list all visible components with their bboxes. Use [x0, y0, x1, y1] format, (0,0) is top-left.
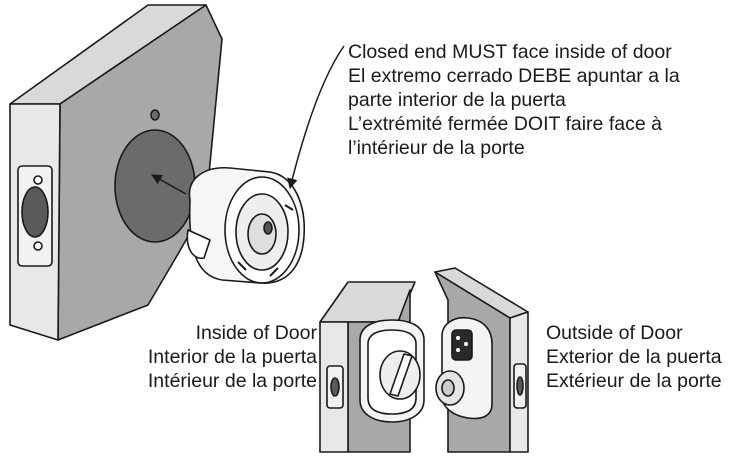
thumbturn-icon [389, 353, 413, 397]
callout-es-line2: parte interior de la puerta [348, 89, 566, 111]
keypad-icon [451, 329, 473, 361]
callout-fr-line2: l’intérieur de la porte [348, 137, 525, 159]
insertion-arrow [151, 174, 187, 195]
callout-es-line1: El extremo cerrado DEBE apuntar a la [348, 65, 680, 87]
outside-label-fr: Extérieur de la porte [546, 370, 722, 392]
outside-of-door-label: Outside of Door Exterior de la puerta Ex… [546, 321, 722, 393]
collar-side-slot [186, 229, 211, 259]
inside-label-es: Interior de la puerta [147, 346, 317, 368]
outside-door-panel [434, 267, 529, 453]
outside-label-en: Outside of Door [546, 322, 683, 344]
callout-leader-arrow [287, 45, 345, 190]
inside-door-panel [319, 281, 425, 453]
callout-fr-line1: L’extrémité fermée DOIT faire face à [348, 113, 662, 135]
inside-label-en: Inside of Door [195, 322, 317, 344]
latch-screw-bottom [33, 241, 43, 251]
mounting-hole [150, 109, 160, 121]
door-section [9, 4, 223, 341]
latch-bore [21, 186, 49, 238]
callout-text: Closed end MUST face inside of door El e… [348, 40, 680, 160]
outside-label-es: Exterior de la puerta [546, 346, 722, 368]
callout-en: Closed end MUST face inside of door [348, 41, 672, 63]
bore-hole [114, 129, 196, 243]
inside-of-door-label: Inside of Door Interior de la puerta Int… [148, 321, 317, 393]
collar-core [247, 213, 277, 255]
collar-keyhole [263, 221, 273, 235]
collar [186, 167, 306, 284]
latch-screw-top [33, 175, 43, 185]
inside-label-fr: Intérieur de la porte [147, 370, 317, 392]
